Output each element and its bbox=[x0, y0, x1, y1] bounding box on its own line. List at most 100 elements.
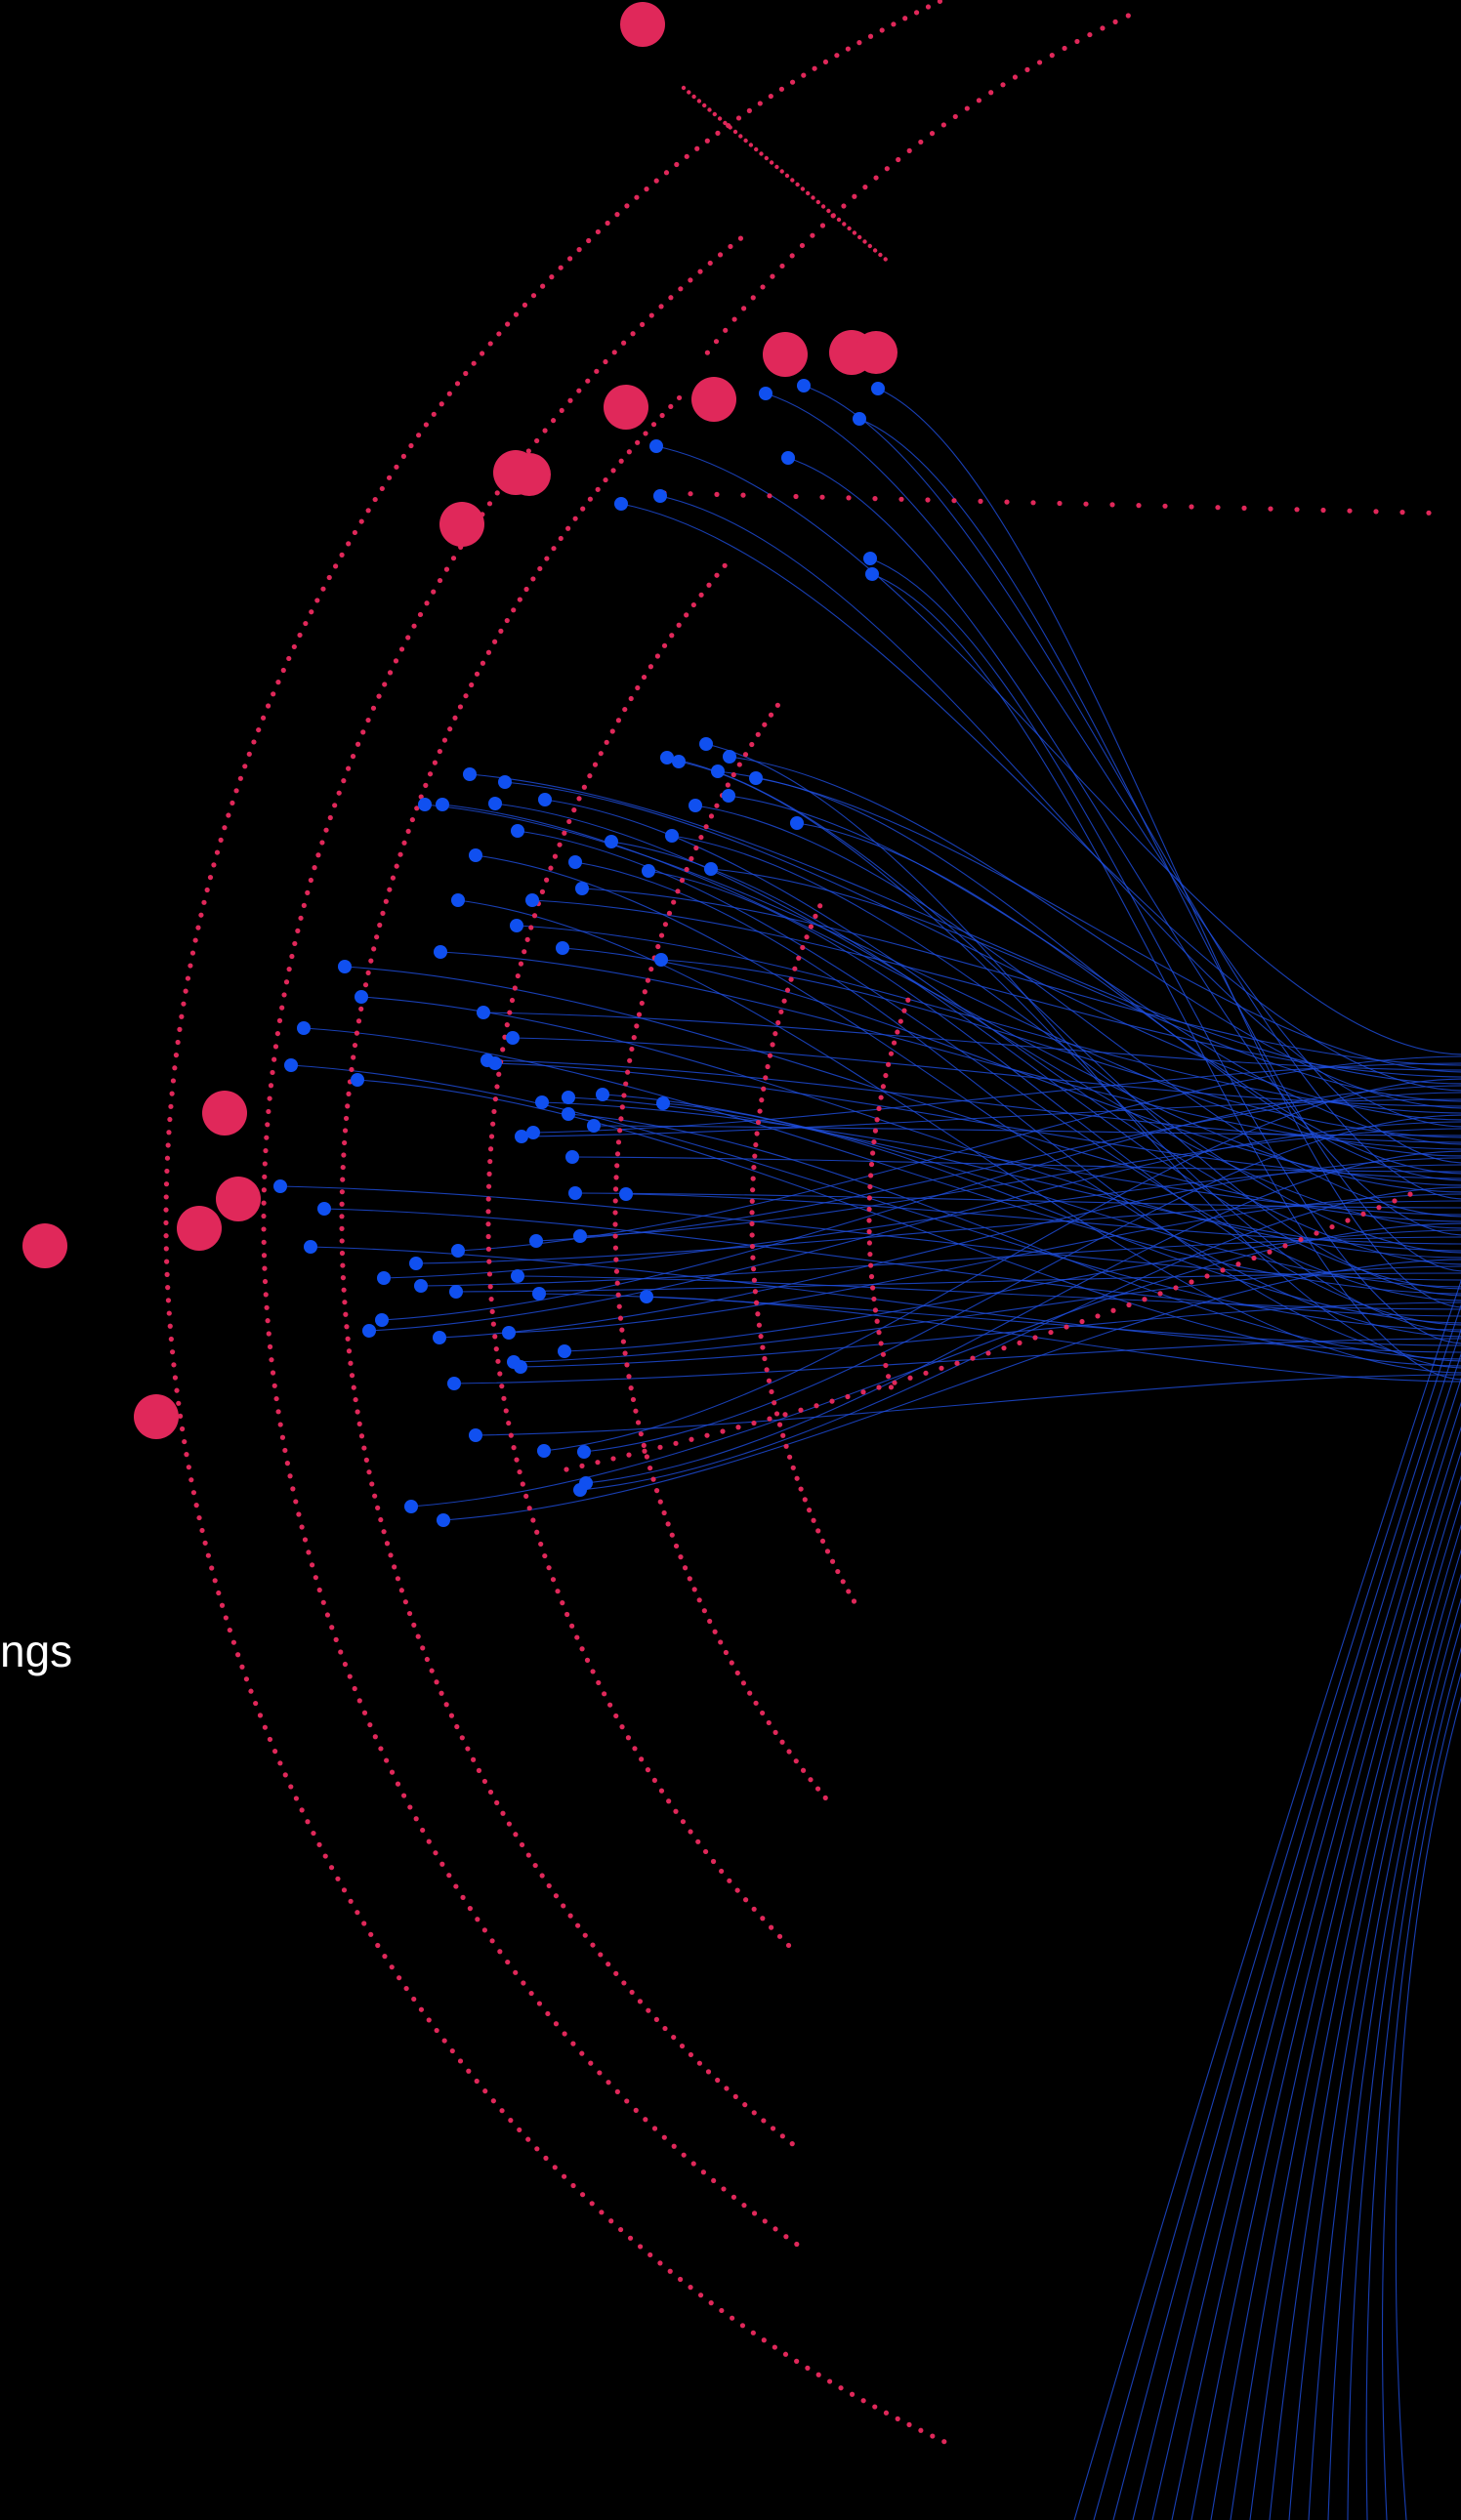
blue-node bbox=[853, 412, 866, 426]
trail-dot bbox=[397, 851, 403, 857]
trail-dot bbox=[405, 635, 411, 640]
trail-dot bbox=[638, 1431, 644, 1437]
connection-line bbox=[579, 1186, 1461, 1491]
trail-dot bbox=[471, 360, 477, 366]
trail-dot bbox=[579, 2050, 585, 2056]
trail-dot bbox=[263, 1147, 269, 1154]
trail-dot bbox=[789, 253, 795, 259]
trail-dot bbox=[311, 1830, 316, 1837]
trail-dot bbox=[687, 90, 691, 95]
trail-dot bbox=[648, 966, 654, 972]
trail-dot bbox=[439, 1861, 445, 1867]
trail-dot bbox=[268, 1083, 274, 1089]
trail-dot bbox=[773, 1411, 780, 1417]
trail-dot bbox=[286, 967, 292, 972]
blue-node bbox=[437, 1513, 450, 1527]
connection-line bbox=[869, 558, 1461, 1344]
trail-dot bbox=[281, 992, 287, 998]
trail-dot bbox=[549, 274, 555, 280]
trail-dot bbox=[749, 1210, 755, 1216]
trail-dot bbox=[271, 1056, 277, 1062]
blue-node bbox=[511, 824, 524, 838]
trail-dot bbox=[838, 2385, 844, 2391]
trail-dot bbox=[320, 586, 326, 592]
trail-dot bbox=[293, 1499, 299, 1505]
trail-dot bbox=[500, 1047, 506, 1053]
trail-dot bbox=[246, 751, 252, 757]
trail-dot bbox=[243, 1676, 250, 1682]
trail-dot bbox=[1110, 1307, 1116, 1313]
trail-dot bbox=[939, 1365, 944, 1371]
trail-dot bbox=[182, 1438, 188, 1445]
trail-dot bbox=[852, 193, 857, 199]
trail-dot bbox=[723, 1649, 730, 1656]
connection-line bbox=[871, 573, 1461, 1381]
trail-dot bbox=[207, 875, 214, 881]
trail-dot bbox=[262, 1278, 269, 1285]
trail-dot bbox=[621, 1980, 627, 1986]
trail-dot bbox=[566, 818, 572, 825]
trail-dot bbox=[506, 1420, 512, 1426]
trail-dot bbox=[760, 1916, 766, 1921]
trail-dot bbox=[598, 1952, 604, 1958]
trail-dot bbox=[759, 151, 764, 156]
trail-dot bbox=[794, 1475, 800, 1481]
connection-line bbox=[796, 822, 1461, 1175]
trail-dot bbox=[781, 998, 787, 1004]
trail-dot bbox=[289, 953, 295, 960]
trail-dot bbox=[261, 1200, 267, 1206]
trail-dot bbox=[1268, 506, 1273, 512]
trail-dot bbox=[342, 1300, 348, 1305]
trail-dot bbox=[895, 1029, 900, 1035]
trail-dot bbox=[808, 1777, 814, 1783]
trail-dot bbox=[519, 1841, 525, 1848]
connection-line bbox=[1381, 1672, 1461, 2520]
trail-dot bbox=[262, 1161, 268, 1167]
connection-line bbox=[535, 1092, 1461, 1242]
trail-dot bbox=[623, 1081, 629, 1087]
trail-dot bbox=[355, 1018, 362, 1024]
connection-line bbox=[620, 503, 1461, 1092]
trail-dot bbox=[395, 1781, 401, 1787]
blue-node bbox=[538, 793, 552, 806]
connection-line bbox=[442, 1259, 1461, 1521]
trail-dot bbox=[757, 1108, 763, 1114]
blue-node bbox=[273, 1179, 287, 1193]
trail-dot bbox=[901, 1008, 907, 1013]
trail-dot bbox=[741, 306, 747, 311]
trail-dot bbox=[471, 1756, 477, 1762]
trail-dot bbox=[261, 1253, 268, 1259]
trail-dot bbox=[1189, 504, 1194, 510]
trail-dot bbox=[902, 16, 908, 21]
trail-dot bbox=[379, 485, 385, 492]
trail-dot bbox=[486, 501, 493, 507]
trail-dot bbox=[192, 937, 198, 943]
trail-dot bbox=[614, 1163, 620, 1169]
trail-dot bbox=[712, 1629, 718, 1634]
trail-dot bbox=[645, 1767, 651, 1773]
trail-dot bbox=[737, 235, 744, 241]
connection-line bbox=[1151, 1377, 1461, 2520]
trail-dot bbox=[612, 1221, 618, 1227]
trail-dot bbox=[751, 1906, 757, 1912]
trail-dot bbox=[426, 1838, 432, 1844]
red-node bbox=[763, 332, 808, 377]
trail-dot bbox=[870, 1285, 876, 1291]
red-node bbox=[202, 1091, 247, 1136]
trail-dot bbox=[358, 518, 364, 524]
blue-node bbox=[510, 919, 523, 932]
blue-node bbox=[605, 835, 618, 848]
connection-line bbox=[486, 1059, 1461, 1143]
trail-dot bbox=[820, 204, 826, 209]
trail-dot bbox=[749, 1232, 755, 1238]
trail-dot bbox=[630, 331, 636, 337]
trail-dot bbox=[876, 1105, 882, 1111]
trail-dot bbox=[579, 2192, 586, 2198]
trail-dot bbox=[749, 1220, 755, 1227]
trail-dot bbox=[705, 2069, 712, 2075]
trail-dot bbox=[750, 1255, 756, 1260]
trail-dot bbox=[570, 2182, 576, 2189]
trail-dot bbox=[387, 670, 394, 676]
trail-dot bbox=[648, 312, 654, 318]
trail-dot bbox=[730, 771, 736, 778]
